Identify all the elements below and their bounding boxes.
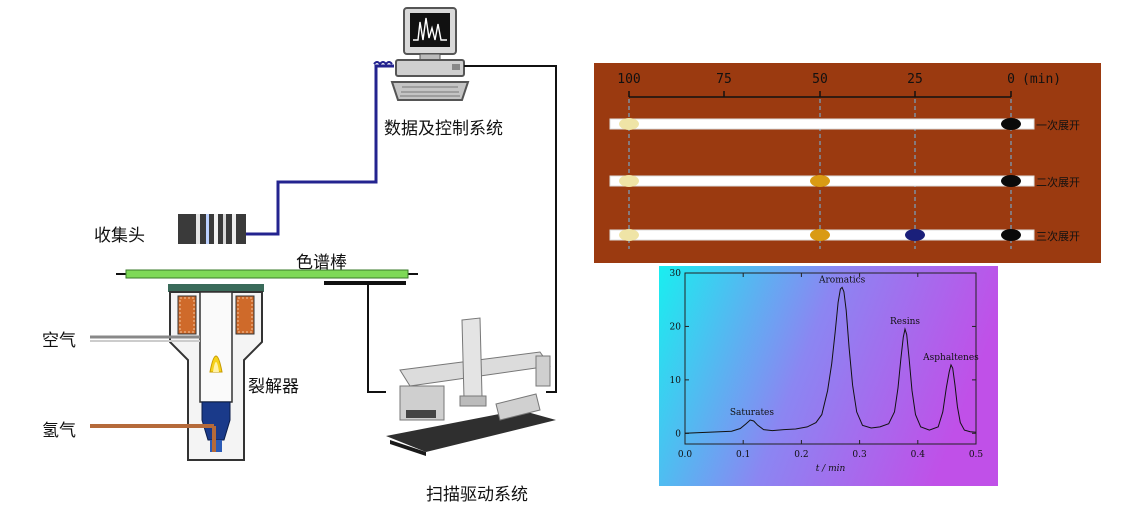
- x-tick-label: 0.4: [911, 450, 926, 460]
- tlc-row-label: 一次展开: [1036, 118, 1080, 132]
- collector-head-icon: [178, 214, 246, 244]
- y-tick-label: 0: [675, 429, 681, 439]
- tlc-spot: [1001, 229, 1021, 241]
- tlc-spot: [905, 229, 925, 241]
- y-tick-label: 10: [670, 376, 682, 386]
- tlc-spot: [1001, 175, 1021, 187]
- apparatus-diagram: [90, 7, 557, 461]
- x-tick-label: 0.1: [736, 450, 750, 460]
- chromatography-rod-label: 色谱棒: [296, 253, 347, 273]
- peak-annotation: Aromatics: [818, 275, 866, 285]
- y-tick-label: 20: [670, 322, 682, 332]
- chromatogram-series-line: [684, 286, 977, 434]
- peak-annotation: Saturates: [730, 408, 775, 418]
- collector-head-label: 收集头: [94, 226, 145, 246]
- chromatography-rod-icon: [125, 269, 409, 279]
- tlc-spot: [619, 175, 639, 187]
- tlc-tick-label: 25: [907, 72, 923, 87]
- x-tick-label: 0.3: [852, 450, 867, 460]
- x-axis-label: t / min: [816, 464, 846, 474]
- chromatogram-panel: 0.0 0.1 0.2 0.3 0.4 0.5 0 10 20 30 t / min Saturate…: [659, 266, 998, 486]
- peak-annotation: Resins: [890, 317, 920, 327]
- tlc-spot: [810, 175, 830, 187]
- tlc-tick-label: 0: [1007, 72, 1015, 87]
- tlc-spot: [619, 229, 639, 241]
- tlc-row-label: 二次展开: [1036, 175, 1080, 189]
- x-tick-label: 0.2: [794, 450, 808, 460]
- tlc-row-label: 三次展开: [1036, 229, 1080, 243]
- pyrolyzer-burner-icon: [168, 284, 264, 461]
- tlc-unit-label: (min): [1022, 72, 1061, 87]
- data-control-system-label: 数据及控制系统: [384, 119, 503, 139]
- chromatogram-chart: 0.0 0.1 0.2 0.3 0.4 0.5 0 10 20 30 t / min Saturate…: [659, 266, 998, 486]
- x-tick-label: 0.5: [969, 450, 984, 460]
- signal-cable: [244, 64, 394, 236]
- tlc-rod: [609, 118, 1035, 130]
- hydrogen-label: 氢气: [42, 421, 76, 441]
- tlc-tick-label: 100: [617, 72, 640, 87]
- tlc-spot: [810, 229, 830, 241]
- tlc-spot: [619, 118, 639, 130]
- plot-frame: [684, 272, 977, 445]
- tlc-tick-label: 50: [812, 72, 828, 87]
- air-label: 空气: [42, 331, 76, 351]
- control-cable: [464, 65, 557, 393]
- x-tick-label: 0.0: [678, 450, 693, 460]
- computer-icon: [390, 7, 470, 101]
- pyrolyzer-label: 裂解器: [248, 377, 299, 397]
- tlc-panel: 100 75 50 25 0 (min) 一次展开二次展开三次展开: [594, 63, 1101, 263]
- tlc-spot: [1001, 118, 1021, 130]
- peak-annotation: Asphaltenes: [922, 353, 979, 363]
- tlc-tick-label: 75: [716, 72, 732, 87]
- y-tick-label: 30: [670, 269, 682, 279]
- scanning-drive-icon: [386, 317, 556, 456]
- scanning-drive-label: 扫描驱动系统: [426, 485, 528, 505]
